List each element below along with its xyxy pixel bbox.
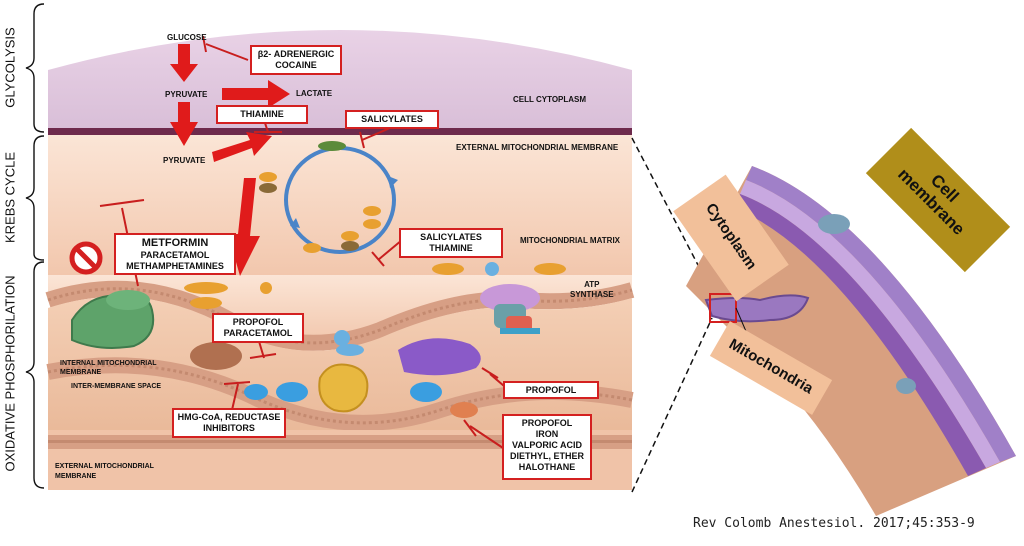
intermembrane-label: INTER-MEMBRANE SPACE — [71, 383, 162, 390]
complex-ii — [190, 342, 242, 370]
salicylates-thiamine-box: SALICYLATES THIAMINE — [399, 228, 503, 258]
pyruvate-label-top: PYRUVATE — [165, 90, 208, 99]
inhibitor-line: DIETHYL, ETHER — [509, 451, 584, 461]
mitochondria-tag-bg — [709, 321, 833, 415]
glycolysis-arrows — [170, 44, 290, 276]
ext-mito-membrane-label: EXTERNAL MITOCHONDRIAL MEMBRANE — [456, 143, 619, 152]
cell-cytoplasm-label: CELL CYTOPLASM — [513, 95, 587, 104]
inhibitor-line: SALICYLATES — [420, 232, 482, 242]
complex-iii — [318, 363, 369, 413]
complex-iv — [398, 338, 481, 376]
hmg-coa-box: HMG-CoA, REDUCTASE INHIBITORS — [172, 408, 286, 438]
glycolysis-label: GLYCOLYSIS — [2, 27, 18, 108]
metformin-box: METFORMIN PARACETAMOL METHAMPHETAMINES — [114, 233, 236, 275]
inhibitor-line: INHIBITORS — [203, 423, 255, 433]
glucose-label: GLUCOSE — [167, 33, 207, 42]
external-membrane-label-bottom: EXTERNAL MITOCHONDRIAL MEMBRANE — [55, 462, 154, 482]
inhibitor-line: VALPORIC ACID — [511, 440, 582, 450]
internal-membrane-label: INTERNAL MITOCHONDRIAL MEMBRANE — [60, 359, 157, 377]
no-sign-icon — [69, 241, 103, 275]
inhibitor-line: PROPOFOL — [232, 317, 284, 327]
lactate-label: LACTATE — [296, 89, 333, 98]
propofol-box: PROPOFOL — [503, 381, 599, 399]
label-line: MEMBRANE — [60, 369, 102, 376]
inhibitor-line: COCAINE — [275, 60, 317, 70]
cytoplasm-tag-bg — [673, 174, 789, 302]
thiamine-box: THIAMINE — [216, 105, 308, 124]
propofol-paracetamol-box: PROPOFOL PARACETAMOL — [212, 313, 304, 343]
inhibitor-line-title: METFORMIN — [141, 237, 209, 249]
inhibitor-line: PROPOFOL — [521, 418, 573, 428]
label-line: ATP — [584, 280, 600, 289]
salicylates-box: SALICYLATES — [345, 110, 439, 129]
beta2-cocaine-box: β2- ADRENERGIC COCAINE — [250, 45, 342, 75]
citation: Rev Colomb Anestesiol. 2017;45:353-9 — [693, 516, 975, 531]
label-line: INTERNAL MITOCHONDRIAL — [60, 360, 157, 367]
inhibitor-line: HALOTHANE — [518, 462, 576, 472]
inhibitor-line: HMG-CoA, REDUCTASE — [177, 412, 281, 422]
label-line: MEMBRANE — [55, 473, 97, 480]
inhibitor-line: PARACETAMOL — [223, 328, 293, 338]
atp-synthase-label: ATP SYNTHASE — [570, 280, 614, 300]
inhibitor-line: IRON — [535, 429, 559, 439]
krebs-label: KREBS CYCLE — [2, 151, 18, 244]
mito-matrix-label: MITOCHONDRIAL MATRIX — [520, 236, 620, 245]
inhibitor-line: THIAMINE — [429, 243, 473, 253]
inhibitor-line: METHAMPHETAMINES — [126, 261, 224, 271]
cell-membrane-tag-bg — [865, 127, 1011, 273]
label-line: SYNTHASE — [570, 290, 614, 299]
atp-synthase — [480, 284, 540, 334]
krebs-metabolite-pills — [259, 141, 381, 253]
inhibitor-line: PARACETAMOL — [140, 250, 210, 260]
pyruvate-label-krebs: PYRUVATE — [163, 156, 206, 165]
oxphos-label: OXIDATIVE PHOSPHORILATION — [2, 275, 18, 472]
label-line: EXTERNAL MITOCHONDRIAL — [55, 463, 154, 470]
multi-inhibitor-box: PROPOFOL IRON VALPORIC ACID DIETHYL, ETH… — [502, 414, 592, 480]
inhibitor-line: β2- ADRENERGIC — [257, 49, 335, 59]
